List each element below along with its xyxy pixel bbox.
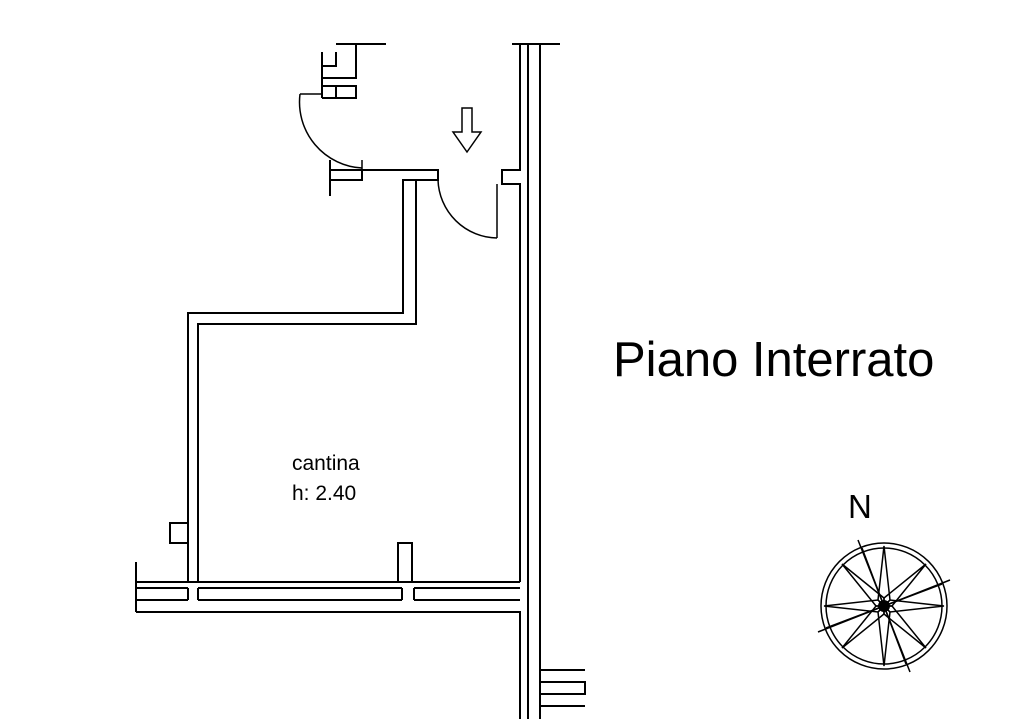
plan-title: Piano Interrato bbox=[613, 333, 934, 387]
room-name: cantina bbox=[292, 452, 360, 475]
cellar-walls bbox=[135, 179, 521, 719]
compass-rose-icon bbox=[817, 539, 951, 673]
corridor-walls bbox=[501, 43, 586, 719]
room-height: h: 2.40 bbox=[292, 482, 356, 505]
entry-arrow-icon bbox=[451, 107, 483, 154]
stair-landing bbox=[298, 43, 498, 239]
north-label: N bbox=[848, 488, 872, 525]
